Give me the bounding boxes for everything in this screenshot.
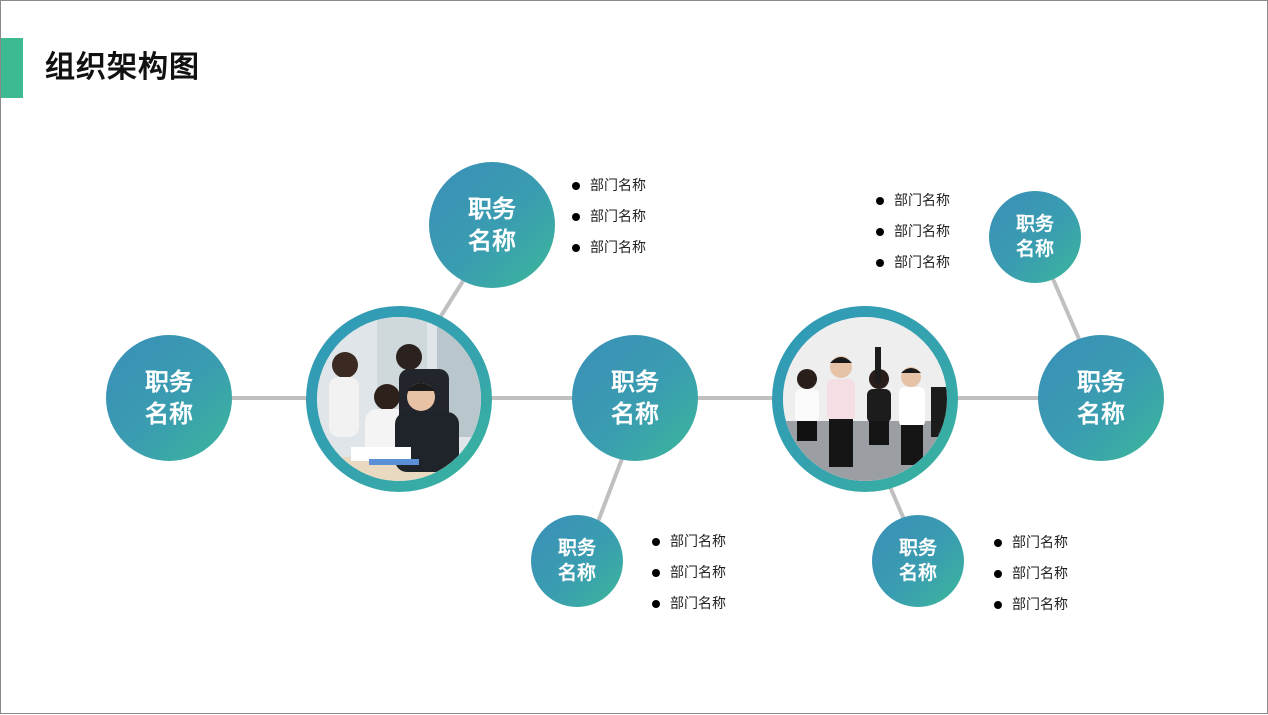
position-title: 名称 bbox=[1077, 400, 1125, 428]
department-item[interactable]: 部门名称 bbox=[572, 171, 646, 202]
position-title: 职务 bbox=[611, 368, 659, 396]
team-photo-1 bbox=[306, 306, 492, 492]
team-photo-2 bbox=[772, 306, 958, 492]
department-item[interactable]: 部门名称 bbox=[572, 233, 646, 264]
department-item[interactable]: 部门名称 bbox=[876, 248, 950, 279]
photo-image bbox=[783, 317, 947, 481]
position-node-bottom-right[interactable]: 职务 名称 bbox=[872, 515, 964, 607]
celebration-photo-illustration bbox=[783, 317, 947, 481]
position-title: 职务 bbox=[145, 368, 193, 396]
department-item[interactable]: 部门名称 bbox=[994, 590, 1068, 621]
title-accent-bar bbox=[1, 38, 23, 98]
position-title: 职务 bbox=[557, 537, 596, 559]
department-list-bottom-right: 部门名称 部门名称 部门名称 bbox=[994, 528, 1068, 621]
position-node-right[interactable]: 职务 名称 bbox=[1038, 335, 1164, 461]
position-node-left[interactable]: 职务 名称 bbox=[106, 335, 232, 461]
position-node-top-right[interactable]: 职务 名称 bbox=[989, 191, 1081, 283]
position-title: 名称 bbox=[468, 227, 516, 255]
connector-middle-bottom-left bbox=[597, 454, 625, 521]
department-item[interactable]: 部门名称 bbox=[652, 527, 726, 558]
position-title: 职务 bbox=[1077, 368, 1125, 396]
position-node-middle[interactable]: 职务 名称 bbox=[572, 335, 698, 461]
department-item[interactable]: 部门名称 bbox=[876, 186, 950, 217]
connector-top-right-right bbox=[1051, 277, 1081, 341]
meeting-photo-illustration bbox=[317, 317, 481, 481]
position-node-top[interactable]: 职务 名称 bbox=[429, 162, 555, 288]
position-title: 职务 bbox=[898, 537, 937, 559]
position-node-bottom-left[interactable]: 职务 名称 bbox=[531, 515, 623, 607]
position-title: 名称 bbox=[611, 400, 659, 428]
department-list-top-right: 部门名称 部门名称 部门名称 bbox=[876, 186, 950, 279]
department-item[interactable]: 部门名称 bbox=[876, 217, 950, 248]
department-item[interactable]: 部门名称 bbox=[994, 528, 1068, 559]
department-item[interactable]: 部门名称 bbox=[994, 559, 1068, 590]
position-title: 名称 bbox=[557, 562, 596, 584]
position-title: 职务 bbox=[468, 195, 516, 223]
position-title: 名称 bbox=[898, 562, 937, 584]
department-list-bottom-left: 部门名称 部门名称 部门名称 bbox=[652, 527, 726, 620]
department-item[interactable]: 部门名称 bbox=[652, 589, 726, 620]
position-title: 职务 bbox=[1015, 213, 1054, 235]
position-title: 名称 bbox=[1015, 238, 1054, 260]
connector-photo2-bottom-right bbox=[889, 487, 905, 519]
department-item[interactable]: 部门名称 bbox=[652, 558, 726, 589]
photo-image bbox=[317, 317, 481, 481]
page-title: 组织架构图 bbox=[45, 50, 200, 85]
position-title: 名称 bbox=[145, 400, 193, 428]
department-item[interactable]: 部门名称 bbox=[572, 202, 646, 233]
connector-photo1-top bbox=[439, 279, 465, 318]
department-list-top: 部门名称 部门名称 部门名称 bbox=[572, 171, 646, 264]
